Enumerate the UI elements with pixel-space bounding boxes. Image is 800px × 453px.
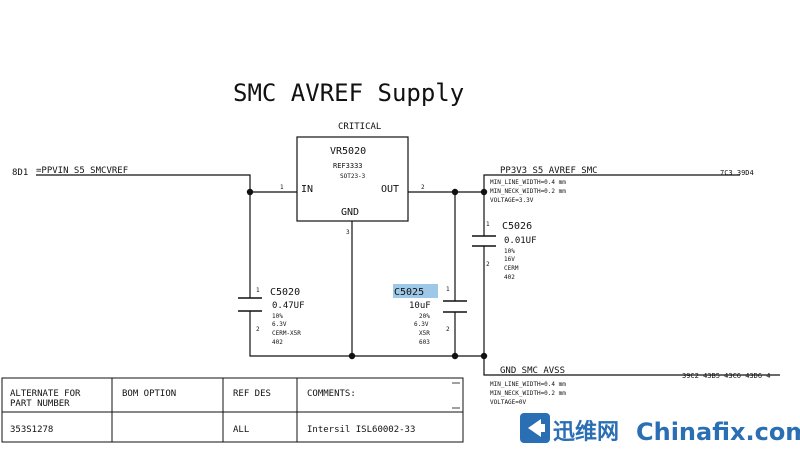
c5026-pin1: 1	[486, 221, 490, 228]
gnd-prop-line: MIN_LINE_WIDTH=0.4 mm	[490, 381, 566, 388]
junction-gnd-c5025	[451, 352, 459, 360]
c5026-value: 0.01UF	[504, 236, 537, 246]
c5020-refdes: C5020	[270, 287, 300, 298]
watermark-backdrop	[512, 406, 800, 453]
c5020-tolerance: 10%	[272, 313, 283, 320]
junction-output-c5026	[480, 188, 488, 196]
output-prop-line: MIN_LINE_WIDTH=0.4 mm	[490, 179, 566, 186]
regulator-header: CRITICAL	[338, 122, 381, 132]
c5025-pin2: 2	[446, 326, 450, 333]
pin-gnd-name: GND	[341, 207, 359, 218]
c5025-voltage: 6.3V	[414, 321, 429, 328]
gnd-net-label: GND_SMC_AVSS	[500, 366, 565, 376]
regulator-refdes: VR5020	[330, 146, 366, 157]
bom-header-comments: COMMENTS:	[307, 389, 356, 399]
pin-in-name: IN	[301, 184, 313, 195]
watermark: 迅维网 Chinafix.com	[512, 406, 800, 453]
regulator-package: SOT23-3	[340, 173, 366, 180]
junction-input	[246, 188, 254, 196]
output-prop-voltage: VOLTAGE=3.3V	[490, 197, 534, 204]
bom-table: ALTERNATE FOR PART NUMBER BOM OPTION REF…	[1, 377, 464, 443]
regulator-part: REF3333	[333, 162, 363, 170]
bom-header-alternate: ALTERNATE FOR PART NUMBER	[10, 389, 86, 409]
bom-header-alternate-line1: ALTERNATE FOR	[10, 389, 81, 399]
bom-table-border	[1, 377, 464, 443]
junction-output-c5025	[451, 188, 459, 196]
output-net-label: PP3V3_S5_AVREF_SMC	[500, 166, 598, 176]
c5026-pin2: 2	[486, 261, 490, 268]
bom-header-option: BOM OPTION	[122, 389, 176, 399]
watermark-cn: 迅维网	[553, 419, 619, 445]
c5026-type: CERM	[504, 265, 519, 272]
c5025-selection-highlight	[393, 284, 438, 298]
bom-cell-part: 353S1278	[10, 425, 53, 435]
c5025-pin1: 1	[446, 286, 450, 293]
c5025-refdes[interactable]: C5025	[394, 287, 424, 298]
junction-gnd-regulator	[348, 352, 356, 360]
c5025-type: X5R	[419, 330, 430, 337]
gnd-net-wire	[483, 246, 780, 376]
gnd-net-refs: 39C2 43B5 43C6 43D6 4	[682, 372, 771, 380]
junction-gnd-c5026	[480, 352, 488, 360]
bom-cell-refdes: ALL	[233, 425, 249, 435]
gnd-wire-bottom	[249, 311, 484, 357]
regulator-body[interactable]	[296, 136, 409, 222]
c5026-size: 402	[504, 274, 515, 281]
input-net-ref: 8D1	[12, 168, 28, 178]
input-net-label: =PPVIN_S5_SMCVREF	[36, 166, 128, 176]
pin-in-number: 1	[280, 184, 284, 191]
c5025-tolerance: 20%	[419, 313, 430, 320]
pin-out-name: OUT	[381, 184, 399, 195]
c5020-voltage: 6.3V	[272, 321, 287, 328]
c5020-pin2: 2	[256, 326, 260, 333]
bom-header-alternate-line2: PART NUMBER	[10, 399, 70, 409]
chinafix-logo-icon	[520, 413, 550, 443]
c5026-tolerance: 10%	[504, 248, 515, 255]
c5020-pin1: 1	[256, 287, 260, 294]
c5020-type: CERM-X5R	[272, 330, 301, 337]
c5026-refdes: C5026	[502, 221, 532, 232]
gnd-prop-neck: MIN_NECK_WIDTH=0.2 mm	[490, 390, 566, 397]
c5025-value: 10uF	[409, 301, 431, 311]
watermark-en: Chinafix.com	[636, 418, 800, 446]
page-title: SMC AVREF Supply	[233, 79, 464, 107]
c5025-size: 603	[419, 339, 430, 346]
bom-header-refdes: REF DES	[233, 389, 271, 399]
c5026-voltage: 16V	[504, 256, 515, 263]
pin-out-number: 2	[421, 184, 425, 191]
input-wire	[36, 174, 297, 193]
output-net-refs: 7C3 39D4	[720, 169, 754, 177]
c5020-value: 0.47UF	[272, 301, 305, 311]
pin-gnd-number: 3	[346, 229, 350, 236]
c5020-size: 402	[272, 339, 283, 346]
output-prop-neck: MIN_NECK_WIDTH=0.2 mm	[490, 188, 566, 195]
bom-cell-comment: Intersil ISL60002-33	[307, 425, 415, 435]
output-wire	[408, 174, 740, 193]
gnd-prop-voltage: VOLTAGE=0V	[490, 399, 527, 406]
